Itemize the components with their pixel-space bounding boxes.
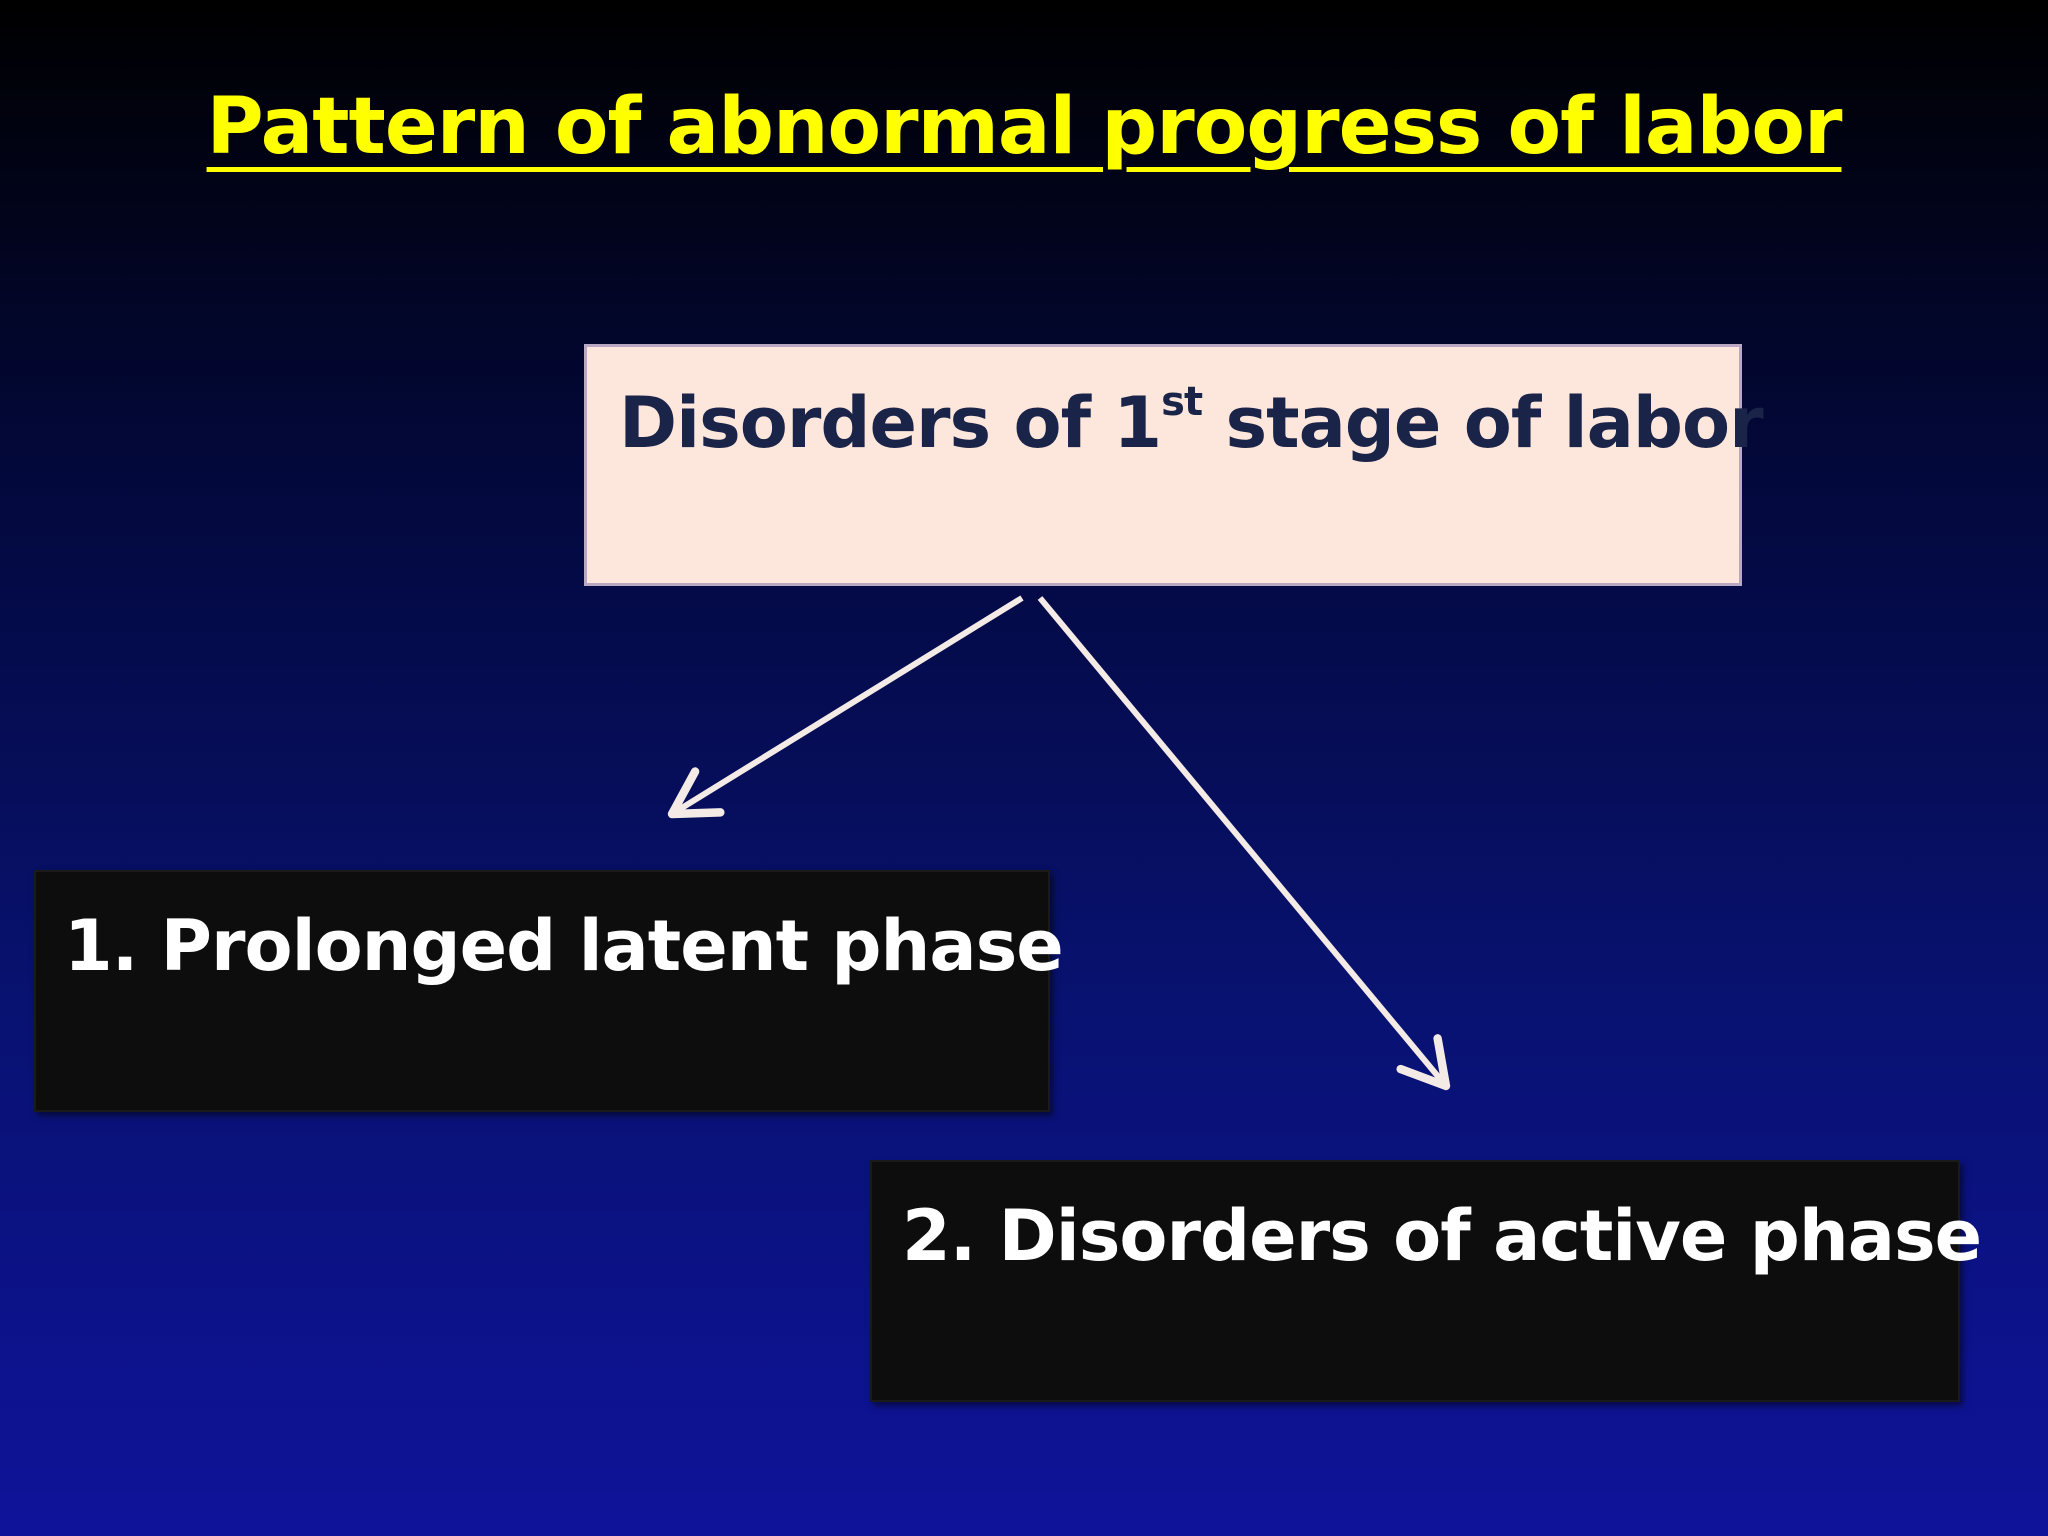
arrow-root-to-child-2 — [1037, 596, 1451, 1091]
child-node-2-label: 2. Disorders of active phase — [902, 1195, 1982, 1277]
arrow-root-to-child-1 — [667, 595, 1024, 819]
slide-title-text: Pattern of abnormal progress of labor — [206, 82, 1843, 172]
root-node-suffix: stage of labor — [1202, 382, 1763, 464]
child-node-1-label: 1. Prolonged latent phase — [64, 905, 1064, 987]
child-node-2-box: 2. Disorders of active phase — [870, 1160, 1982, 1402]
child-node-1-box: 1. Prolonged latent phase — [34, 870, 1064, 1112]
root-node-box: Disorders of 1st stage of labor — [584, 344, 1764, 586]
root-node-superscript: st — [1161, 378, 1203, 425]
slide-title: Pattern of abnormal progress of labor — [0, 72, 2048, 182]
root-node-prefix: Disorders of 1 — [619, 382, 1162, 464]
